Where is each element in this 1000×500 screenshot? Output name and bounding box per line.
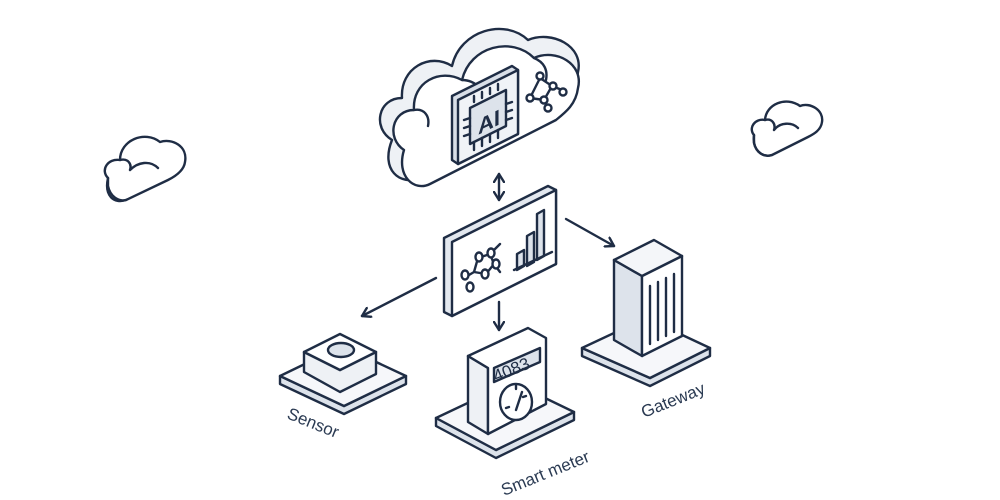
bar-chart-icon: [512, 208, 554, 272]
ai-cloud: AI: [378, 27, 581, 188]
ai-chip-icon: AI: [450, 64, 520, 166]
network-graph-icon: [525, 71, 568, 113]
ai-chip-label: AI: [478, 104, 500, 139]
sensor-node: [278, 332, 408, 416]
small-cloud-right-icon: [750, 100, 824, 157]
gateway-node: [580, 238, 712, 388]
gauge-icon: [498, 382, 534, 422]
smart-meter-node: 4083: [434, 326, 576, 460]
dashboard-panel: [442, 184, 558, 318]
small-cloud-left-icon: [103, 135, 187, 203]
edge-dashboard-gateway: [564, 217, 616, 246]
edge-dashboard-sensor: [360, 276, 438, 316]
smart-meter-label: Smart meter: [498, 447, 592, 500]
network-graph-icon: [460, 242, 502, 293]
